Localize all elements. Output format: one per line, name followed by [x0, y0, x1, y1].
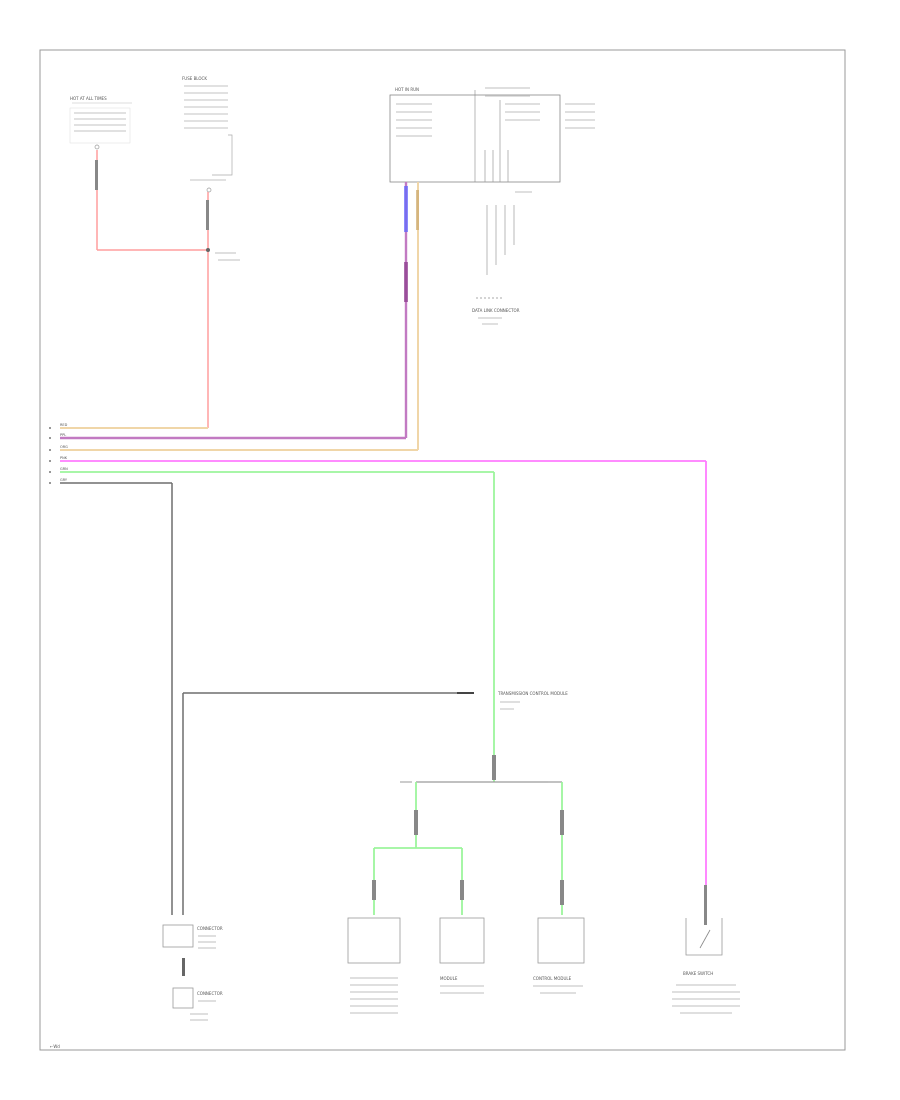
module-1 — [347, 917, 401, 1014]
module-3: CONTROL MODULE — [533, 917, 585, 994]
transmission-control-module-label: TRANSMISSION CONTROL MODULE — [497, 691, 568, 696]
connector-b-label: CONNECTOR — [197, 991, 223, 996]
brake-switch-label: BRAKE SWITCH — [683, 971, 713, 976]
connector-b: CONNECTOR — [172, 958, 223, 1021]
hot-at-all-times-component: HOT AT ALL TIMES — [69, 96, 132, 150]
brake-switch: BRAKE SWITCH — [672, 918, 740, 1014]
wire-tag-purple: PPL — [60, 433, 66, 437]
hot-in-run-label: HOT IN RUN — [395, 87, 419, 92]
purple-wire — [60, 182, 408, 440]
diagram-frame — [39, 49, 846, 1051]
hot-at-all-times-label: HOT AT ALL TIMES — [70, 96, 107, 101]
gray-wire — [60, 482, 474, 915]
wire-tag-orange: ORG — [60, 445, 68, 449]
red-wire — [60, 150, 240, 429]
green-wire: TRANSMISSION CONTROL MODULE — [60, 471, 568, 915]
wire-tag-gray: GRY — [60, 478, 68, 482]
wire-labels: RED PPL ORG PNK GRN GRY — [49, 423, 68, 484]
fuse-block-component: FUSE BLOCK — [182, 76, 233, 193]
connector-a-label: CONNECTOR — [197, 926, 223, 931]
module-2: MODULE — [439, 917, 485, 994]
pink-wire — [60, 460, 707, 925]
wire-tag-red: RED — [60, 423, 68, 427]
footer-code: ←Wd — [50, 1044, 60, 1049]
wire-tag-pink: PNK — [60, 456, 68, 460]
data-link-connector-label: DATA LINK CONNECTOR — [472, 308, 520, 313]
module-2-label: MODULE — [440, 976, 458, 981]
orange-wire — [60, 182, 419, 451]
module-3-label: CONTROL MODULE — [533, 976, 572, 981]
wire-tag-green: GRN — [60, 467, 68, 471]
fuse-block-label: FUSE BLOCK — [182, 76, 207, 81]
connector-a: CONNECTOR — [162, 924, 223, 949]
relay-box: HOT IN RUN DATA LINK CONNECTOR — [389, 87, 595, 325]
